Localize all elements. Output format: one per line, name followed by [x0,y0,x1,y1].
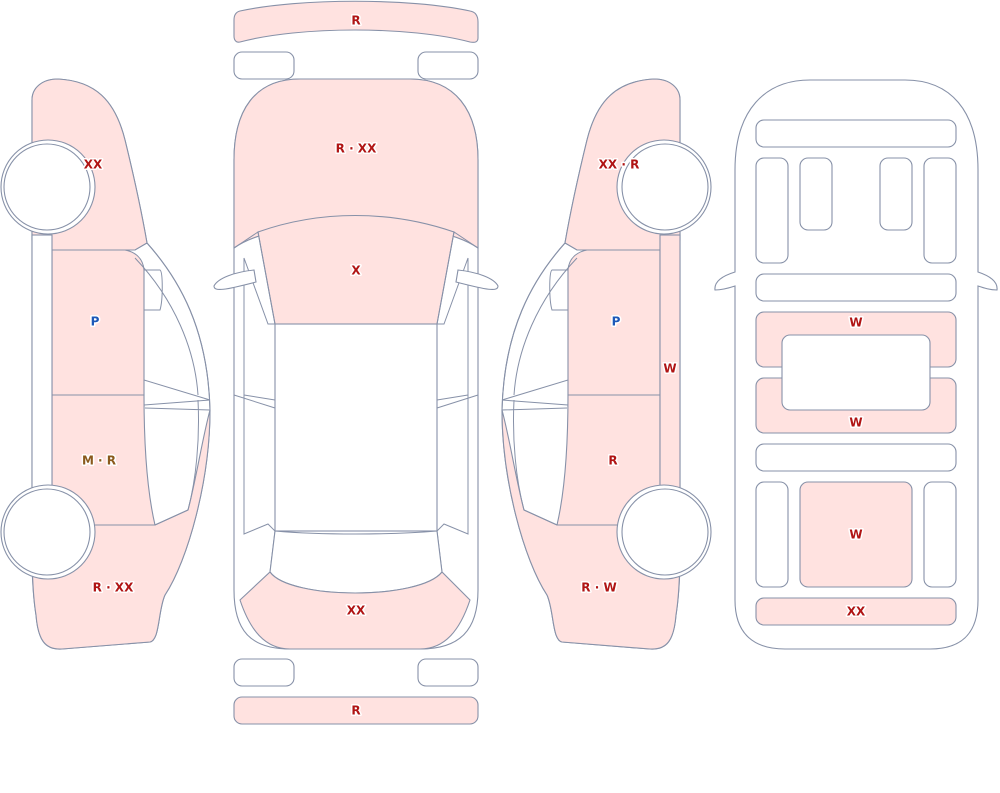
front-left-seat [755,157,789,264]
right-window-frame [501,242,578,526]
rear-panel-code: XX [347,604,366,618]
rear-bumper-panel[interactable] [233,696,479,725]
rear-bench-front [755,443,957,472]
left-rocker-strip[interactable] [31,234,53,526]
top-side-pillars [233,231,479,573]
rear-left-light [233,658,295,687]
dashboard [755,119,957,148]
right-side-view: XX · R P W R R · W [501,78,712,650]
center-console [755,273,957,302]
right-rear-quarter-panel[interactable] [501,409,681,650]
windshield-code: X [351,264,361,278]
left-mirror [213,269,257,291]
front-right-seat [923,157,957,264]
roof-panel [274,323,438,532]
left-rear-quarter-code: R · XX [93,581,134,595]
rear-left-seat [755,481,789,588]
interior-view: W W W XX [714,79,998,650]
rear-right-seat [923,481,957,588]
front-bumper-panel[interactable] [233,0,479,43]
front-left-inner [799,157,833,231]
rear-right-light [417,658,479,687]
middle-table [781,334,931,411]
right-rear-quarter-code: R · W [581,581,616,595]
rear-window-panel [269,530,443,594]
trunk-floor-panel[interactable] [755,597,957,626]
front-bumper-code: R [351,14,360,28]
rear-center-panel[interactable] [799,481,913,588]
right-front-door-code: P [612,315,621,329]
left-side-view: XX P M · R R · XX [0,78,211,650]
left-front-door-code: P [91,315,100,329]
front-right-light [417,51,479,80]
top-view: R R · XX X XX R [213,0,499,725]
right-rear-wheel-inner [621,488,709,576]
hood-code: R · XX [336,142,377,156]
left-front-fender-code: XX [84,158,103,172]
right-front-door-panel[interactable] [567,249,661,396]
right-front-wheel-inner [621,143,709,231]
rear-center-code: W [849,528,862,542]
right-front-fender-code: XX · R [599,158,640,172]
left-rear-wheel-inner [3,488,91,576]
trunk-code: XX [847,605,866,619]
right-mirror [455,269,499,291]
right-rocker-code: W [663,362,676,376]
left-rear-quarter-panel[interactable] [31,409,211,650]
right-rocker-strip[interactable] [659,234,681,526]
left-window-frame [134,242,211,526]
rear-bumper-code: R [351,704,360,718]
middle-row-rear-code: W [849,416,862,430]
right-rear-door-code: R [608,454,617,468]
left-front-wheel-inner [3,143,91,231]
rear-trunk-panel[interactable] [239,571,471,650]
left-rear-door-code: M · R [82,454,116,468]
front-left-light [233,51,295,80]
front-right-inner [879,157,913,231]
left-front-door-panel[interactable] [51,249,145,396]
middle-row-front-code: W [849,316,862,330]
